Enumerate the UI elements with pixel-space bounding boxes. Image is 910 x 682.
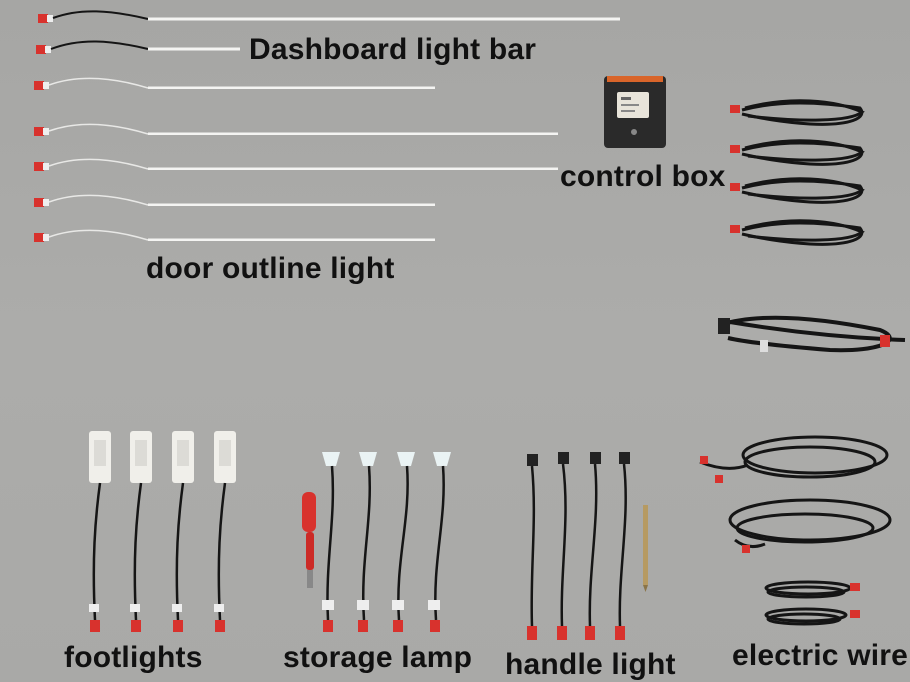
- footlight: [172, 431, 194, 632]
- drill-bit: [643, 505, 648, 592]
- handle-light: [585, 452, 601, 640]
- dashboard-light-bar: [38, 10, 620, 23]
- footlights-label: footlights: [64, 641, 203, 674]
- wire-harness: [730, 177, 865, 204]
- handle-light: [557, 452, 569, 640]
- storage-lamp: [322, 452, 340, 632]
- wire-harness: [730, 139, 865, 166]
- coiled-harness: [699, 435, 889, 483]
- door-outline-light: [34, 123, 558, 136]
- handle-light-label: handle light: [505, 648, 676, 681]
- door-outline-light: [34, 229, 435, 242]
- storage-lamp: [357, 452, 377, 632]
- footlight: [89, 431, 111, 632]
- wire-harness: [730, 99, 865, 126]
- handle-light: [615, 452, 630, 640]
- electric-wire: [764, 607, 860, 626]
- dashboard-light-bar-label: Dashboard light bar: [249, 33, 537, 66]
- storage-lamp-label: storage lamp: [283, 641, 473, 674]
- dashboard-light-bar: [36, 40, 240, 54]
- door-outline-light: [34, 158, 558, 171]
- main-harness: [718, 315, 906, 353]
- control-box-label: control box: [560, 160, 726, 193]
- electric-wire: [764, 580, 860, 599]
- cigarette-lighter-plug: [302, 492, 316, 588]
- footlight: [130, 431, 152, 632]
- storage-lamp: [428, 452, 451, 632]
- wire-harness: [730, 219, 865, 246]
- door-outline-light-label: door outline light: [146, 252, 395, 285]
- storage-lamp: [392, 452, 415, 632]
- electric-wire-label: electric wire: [732, 639, 909, 672]
- door-outline-light: [34, 194, 435, 207]
- door-outline-light: [34, 77, 435, 90]
- control-box: [604, 76, 666, 148]
- handle-light: [527, 454, 538, 640]
- coiled-harness: [728, 498, 892, 553]
- footlight: [214, 431, 236, 632]
